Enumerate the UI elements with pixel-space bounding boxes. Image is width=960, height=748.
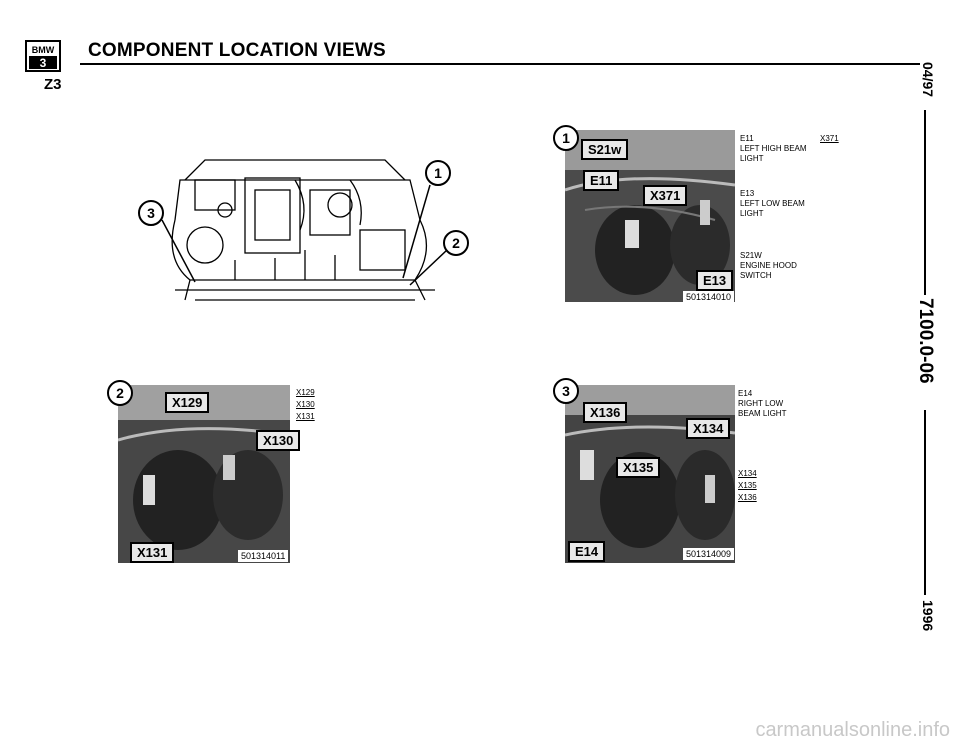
svg-text:BMW: BMW bbox=[32, 45, 55, 55]
view-1-number: 1 bbox=[553, 125, 579, 151]
header-rule bbox=[80, 63, 920, 65]
side-date: 04/97 bbox=[920, 62, 936, 98]
side-section-code: 7100.0-06 bbox=[915, 298, 936, 384]
callout-x131: X131 bbox=[130, 542, 175, 563]
legend-s21w: S21wENGINE HOOD SWITCH bbox=[740, 251, 797, 280]
callout-x371: X371 bbox=[643, 185, 688, 206]
callout-x130: X130 bbox=[256, 430, 301, 451]
side-year: 1996 bbox=[920, 600, 936, 632]
connector-x135: X135 bbox=[738, 481, 757, 490]
engine-bay-overview-drawing bbox=[135, 150, 475, 320]
view-3-ref-number: 501314009 bbox=[683, 548, 735, 560]
view-2-ref-number: 501314011 bbox=[238, 550, 289, 562]
callout-x129: X129 bbox=[165, 392, 210, 413]
callout-s21w: S21w bbox=[581, 139, 629, 160]
callout-e13: E13 bbox=[696, 270, 734, 291]
connector-x371: X371 bbox=[820, 134, 839, 143]
connector-x136: X136 bbox=[738, 493, 757, 502]
model-name: Z3 bbox=[44, 76, 62, 93]
connector-x130: X130 bbox=[296, 400, 315, 409]
side-rule-bottom bbox=[924, 410, 926, 595]
side-rule-top bbox=[924, 110, 926, 295]
callout-x136: X136 bbox=[583, 402, 628, 423]
overview-callout-2: 2 bbox=[443, 230, 469, 256]
overview-callout-1: 1 bbox=[425, 160, 451, 186]
callout-x135: X135 bbox=[616, 457, 661, 478]
callout-e11: E11 bbox=[583, 170, 620, 191]
view-1-ref-number: 501314010 bbox=[683, 291, 735, 303]
connector-x134: X134 bbox=[738, 469, 757, 478]
callout-e14: E14 bbox=[568, 541, 606, 562]
footer-watermark[interactable]: carmanualsonline.info bbox=[755, 719, 950, 741]
connector-x131: X131 bbox=[296, 412, 315, 421]
view-2-number: 2 bbox=[107, 380, 133, 406]
page-title: COMPONENT LOCATION VIEWS bbox=[88, 40, 386, 61]
overview-callout-3: 3 bbox=[138, 200, 164, 226]
bmw-3-series-logo: BMW 3 bbox=[25, 40, 75, 82]
connector-x129: X129 bbox=[296, 388, 315, 397]
svg-text:3: 3 bbox=[40, 56, 47, 70]
view-3-number: 3 bbox=[553, 378, 579, 404]
callout-x134: X134 bbox=[686, 418, 731, 439]
